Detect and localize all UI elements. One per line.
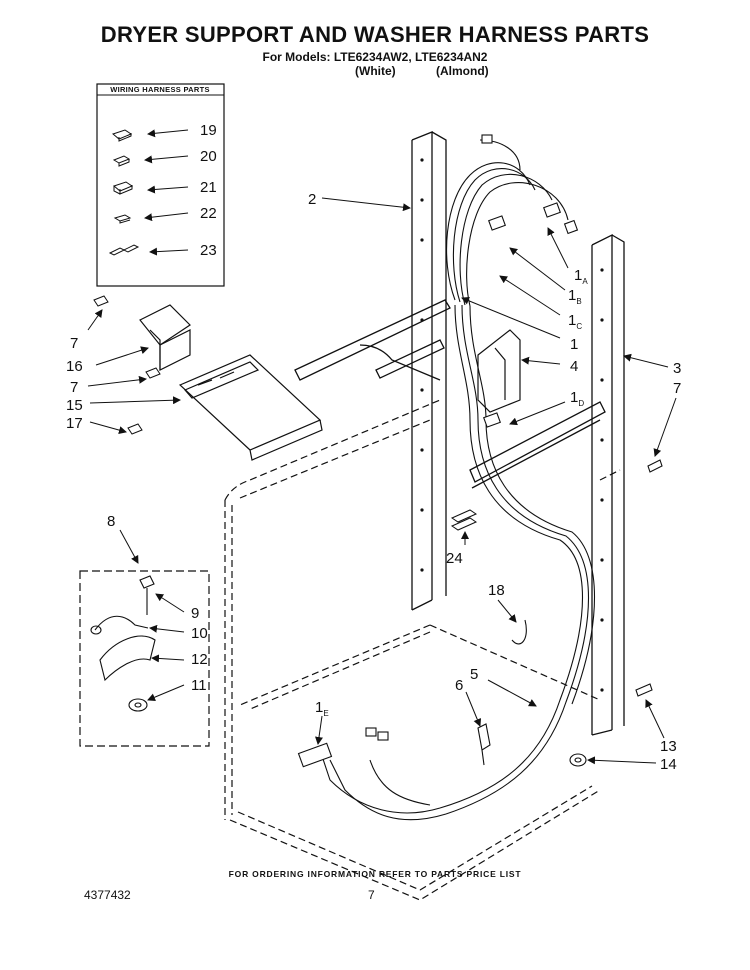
left-upright-support (411, 131, 447, 611)
part-22-connector (113, 214, 132, 224)
callout-21: 21 (200, 179, 217, 196)
bracket-part-4 (477, 329, 521, 413)
callout-6: 6 (455, 677, 463, 694)
color-white-label: (White) (355, 64, 396, 78)
models-line: For Models: LTE6234AW2, LTE6234AN2 (262, 50, 488, 64)
left-bracket-assembly (139, 304, 323, 461)
page-title: DRYER SUPPORT AND WASHER HARNESS PARTS (100, 22, 650, 47)
callout-19: 19 (200, 122, 217, 139)
ordering-note: FOR ORDERING INFORMATION REFER TO PARTS … (228, 869, 522, 879)
part-20-terminal (112, 155, 131, 167)
callout-12: 12 (191, 651, 208, 668)
callout-11: 11 (191, 677, 207, 694)
washer-cabinet-outline (224, 399, 621, 901)
callout-9: 9 (191, 605, 199, 622)
wiring-harness-inset: WIRING HARNESS PARTS 19 20 21 22 23 (96, 83, 225, 287)
cross-brace (294, 299, 606, 489)
ground-kit-inset (79, 570, 210, 747)
right-upright-support (591, 233, 625, 736)
part-19-terminal (111, 129, 133, 142)
callout-13: 13 (660, 738, 677, 755)
callout-7-mid-left: 7 (70, 379, 78, 396)
callout-16: 16 (66, 358, 83, 375)
callout-1: 1 (570, 336, 578, 353)
left-upright-holes (420, 158, 424, 572)
callout-7-top-left: 7 (70, 335, 78, 352)
callout-1d: 1D (570, 389, 584, 408)
document-number: 4377432 (84, 888, 131, 902)
callout-8: 8 (107, 513, 115, 530)
callout-4: 4 (570, 358, 578, 375)
part-6-clip (477, 723, 491, 766)
callout-1e: 1E (315, 699, 329, 718)
callout-10: 10 (191, 625, 208, 642)
callout-17: 17 (66, 415, 83, 432)
washer-harness (319, 139, 596, 821)
right-upright-holes (600, 268, 604, 692)
callout-1a: 1A (574, 267, 588, 286)
callout-20: 20 (200, 148, 217, 165)
callout-1b: 1B (568, 287, 582, 306)
part-21-connector (112, 181, 134, 195)
color-almond-label: (Almond) (436, 64, 489, 78)
callout-22: 22 (200, 205, 217, 222)
harness-connectors (297, 134, 579, 768)
right-hardware (569, 459, 663, 767)
left-screws (93, 295, 161, 435)
inset-label: WIRING HARNESS PARTS (110, 85, 210, 94)
callout-1c: 1C (568, 312, 582, 331)
callout-14: 14 (660, 756, 677, 773)
callout-3: 3 (673, 360, 681, 377)
callout-23: 23 (200, 242, 217, 259)
callout-5: 5 (470, 666, 478, 683)
callout-24: 24 (446, 550, 463, 567)
leader-lines (87, 197, 677, 765)
part-23-splice (108, 244, 140, 256)
callout-15: 15 (66, 397, 83, 414)
part-24-tape (450, 509, 478, 531)
callout-2: 2 (308, 191, 316, 208)
callout-7-right: 7 (673, 380, 681, 397)
page-number: 7 (368, 888, 375, 902)
callout-18: 18 (488, 582, 505, 599)
